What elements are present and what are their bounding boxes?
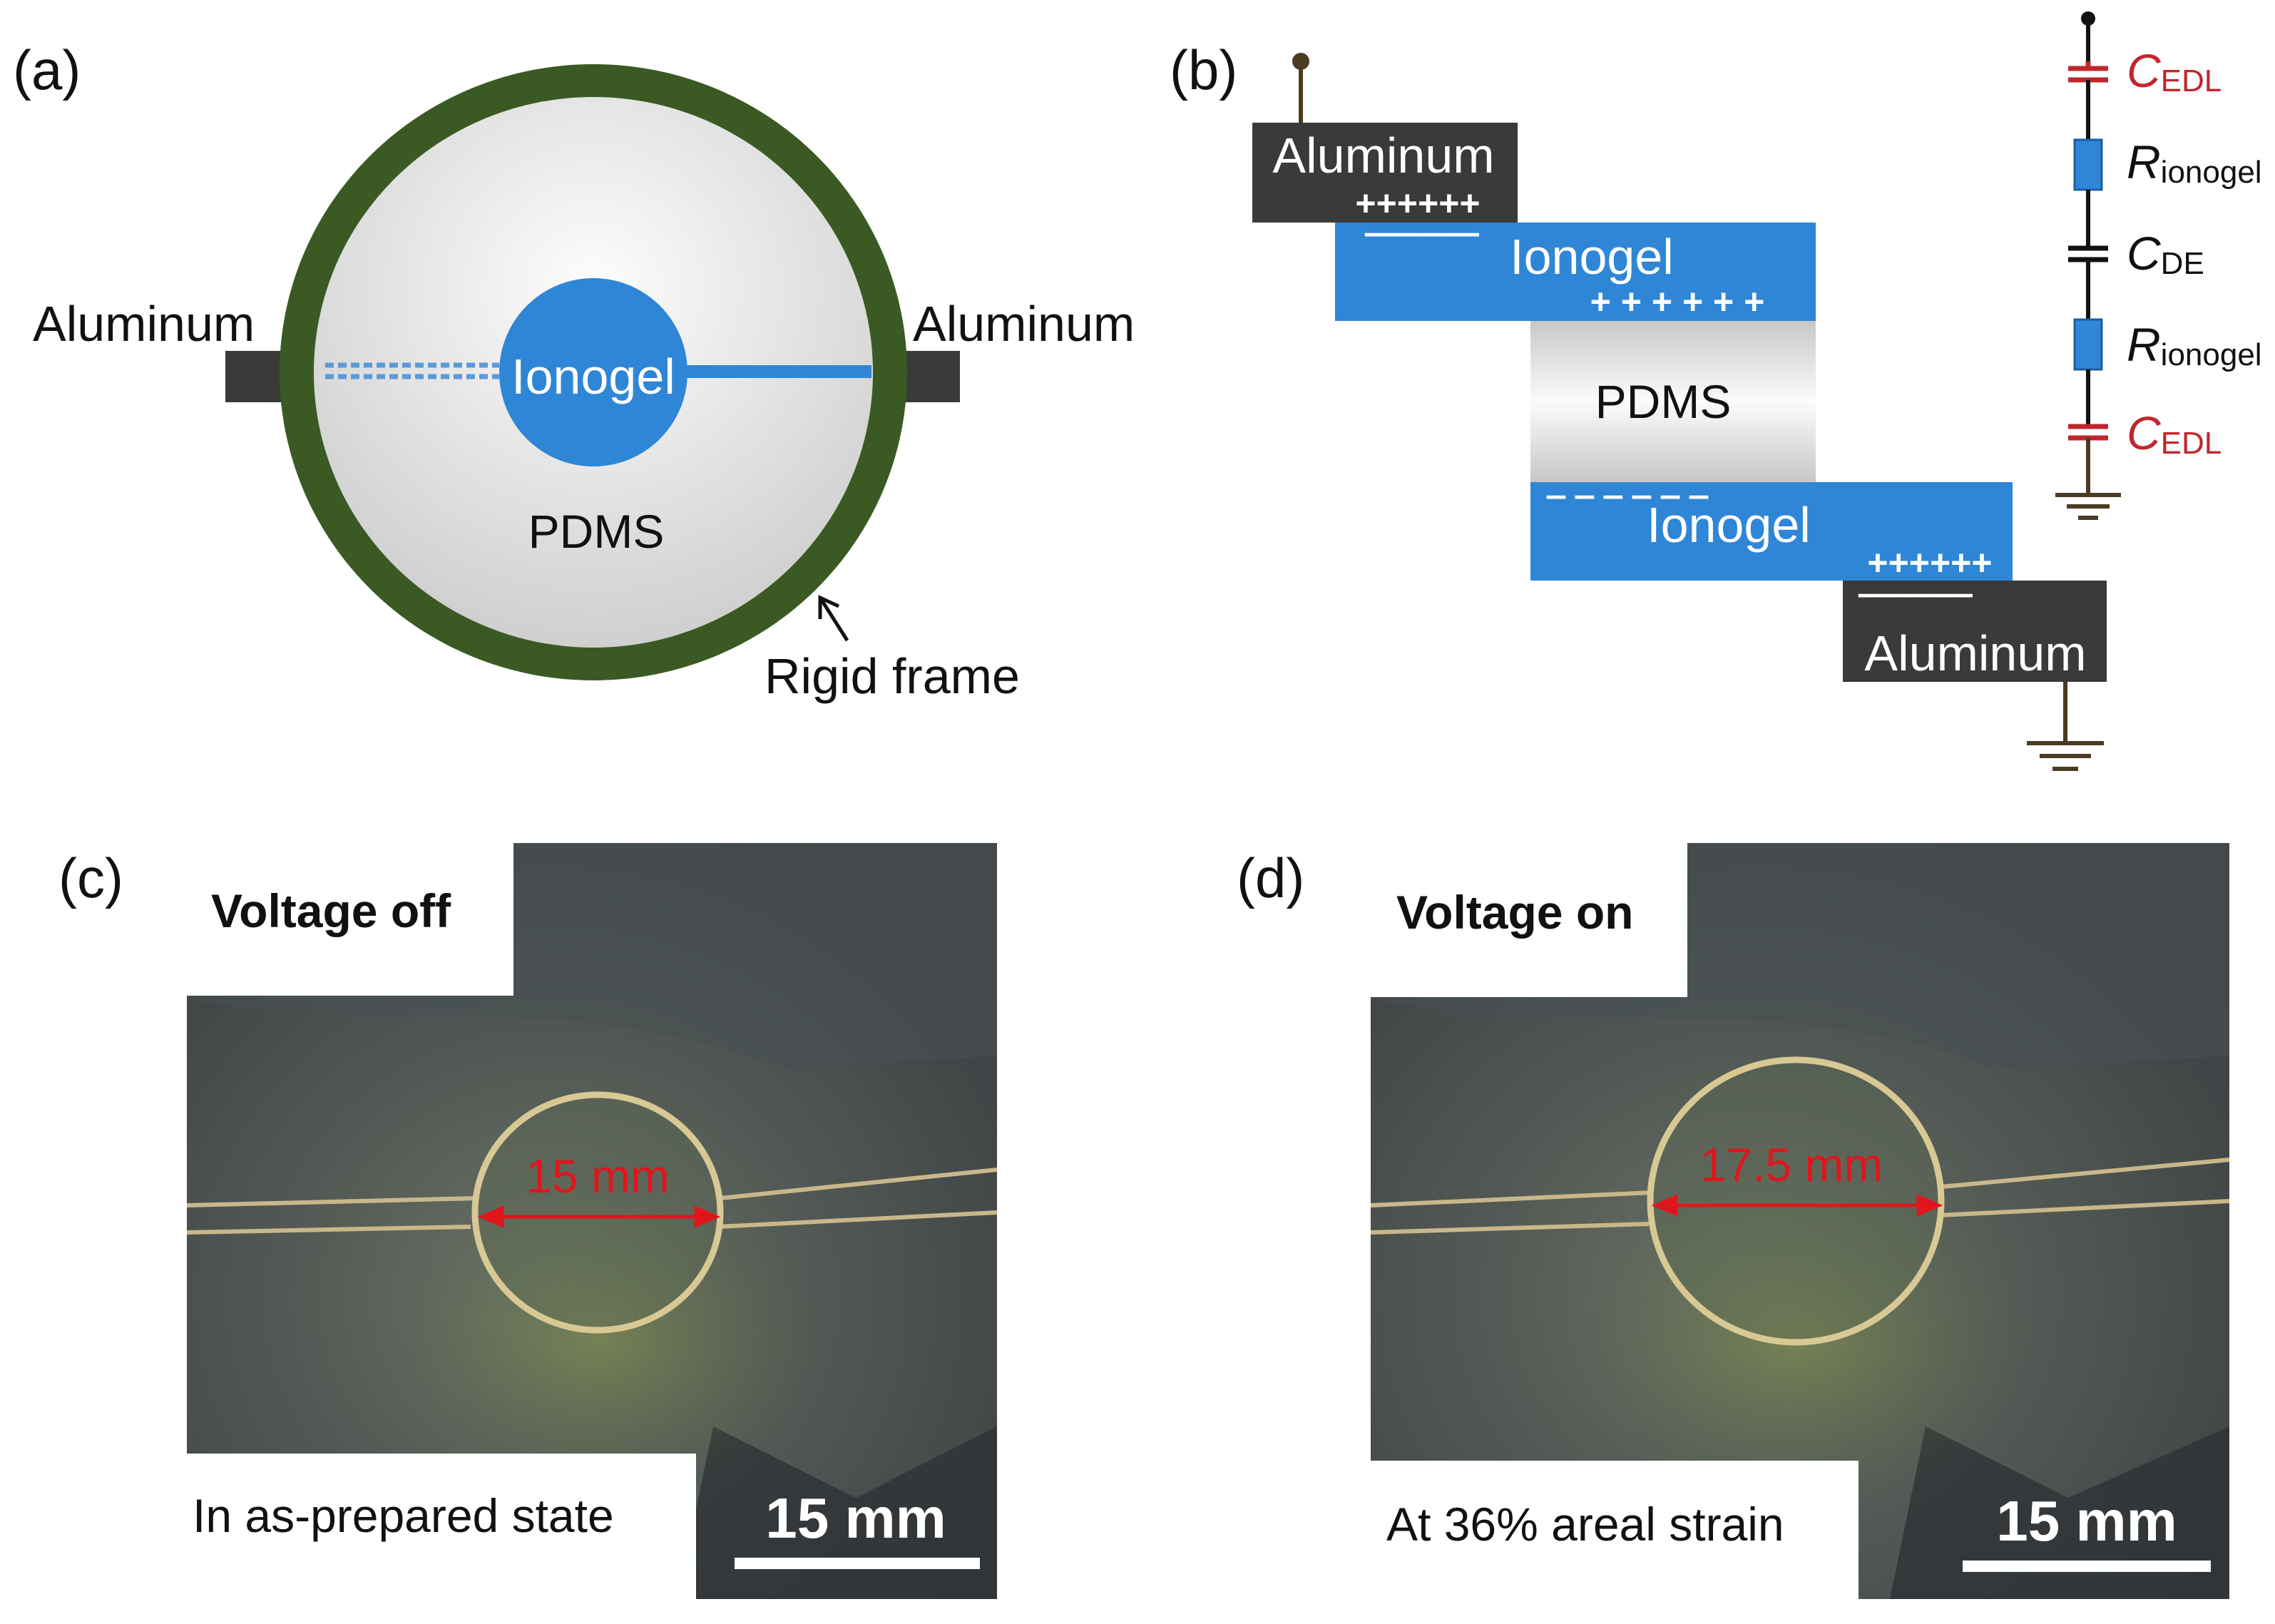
panel-d-label: (d) xyxy=(1237,847,1304,909)
rigid-frame-arrow xyxy=(818,595,849,642)
panel-c-label: (c) xyxy=(58,847,123,909)
pdms-layer xyxy=(1530,321,1816,482)
ionogel-label-a: Ionogel xyxy=(511,349,675,404)
aluminum-label-left: Aluminum xyxy=(33,296,255,352)
scale-bar-label-off: 15 mm xyxy=(765,1486,946,1550)
panel-c: (c) 15 mm Voltage off xyxy=(58,843,998,1599)
capacitor-de-icon xyxy=(2068,245,2108,262)
photo-voltage-on: 17.5 mm Voltage on At 36% areal strain 1… xyxy=(1355,843,2230,1599)
solid-lead-right xyxy=(685,365,871,378)
charge-ionogel-top-minus: ‒‒‒‒‒‒ xyxy=(1364,214,1479,252)
aluminum-label-right: Aluminum xyxy=(913,296,1135,352)
ionogel-top-label: Ionogel xyxy=(1510,229,1674,285)
charge-al-bottom-minus: ‒‒‒‒‒‒ xyxy=(1858,575,1973,613)
scale-bar-label-on: 15 mm xyxy=(1996,1489,2177,1553)
aluminum-top-layer xyxy=(1252,123,1518,223)
panel-b-label: (b) xyxy=(1170,39,1237,101)
measure-label-on: 17.5 mm xyxy=(1700,1138,1883,1191)
photo-voltage-off: 15 mm Voltage off In as-prepared state 1… xyxy=(171,843,998,1599)
capacitor-edl-bottom-icon xyxy=(2068,424,2108,441)
measure-label-off: 15 mm xyxy=(526,1150,670,1202)
panel-b: (b) Aluminum ++++++ ‒‒‒‒‒‒ Ionogel + + +… xyxy=(1170,11,2262,771)
label-r-ionogel-top: Rionogel xyxy=(2127,136,2262,190)
panel-a: (a) Ionogel PDMS Aluminum Aluminum Rigid… xyxy=(13,39,1135,704)
ionogel-ring-off xyxy=(471,1091,724,1334)
label-c-de: CDE xyxy=(2127,227,2204,281)
resistor-ionogel-bottom-icon xyxy=(2073,318,2103,371)
ionogel-bottom-layer xyxy=(1530,482,2013,581)
panel-a-label: (a) xyxy=(13,39,81,101)
label-r-ionogel-bottom: Rionogel xyxy=(2127,318,2262,372)
pdms-label-a: PDMS xyxy=(528,505,665,558)
scale-bar-on xyxy=(1963,1561,2211,1572)
aluminum-top-label: Aluminum xyxy=(1272,128,1494,183)
charge-ionogel-top-plus: + + + + + + xyxy=(1590,282,1765,322)
charge-ionogel-bottom-plus: ++++++ xyxy=(1867,543,1992,583)
caption-on: At 36% areal strain xyxy=(1386,1498,1784,1551)
measure-arrow-off xyxy=(477,1205,721,1228)
pdms-label-b: PDMS xyxy=(1595,375,1732,428)
scale-bar-off xyxy=(735,1558,980,1569)
aluminum-bottom-label: Aluminum xyxy=(1864,625,2086,681)
ionogel-bottom-label: Ionogel xyxy=(1647,497,1811,553)
state-label-on: Voltage on xyxy=(1396,886,1633,939)
measure-arrow-on xyxy=(1651,1194,1943,1217)
label-c-edl-bottom: CEDL xyxy=(2127,407,2222,461)
caption-off: In as-prepared state xyxy=(193,1489,614,1542)
aluminum-bottom-layer xyxy=(1843,581,2107,682)
label-c-edl-top: CEDL xyxy=(2127,44,2222,98)
state-label-off: Voltage off xyxy=(211,884,451,937)
stack-ground-icon xyxy=(2027,682,2104,771)
resistor-ionogel-top-icon xyxy=(2073,138,2103,191)
circuit-ground-icon xyxy=(2055,493,2121,520)
capacitor-edl-top-icon xyxy=(2068,61,2108,83)
rigid-frame-label: Rigid frame xyxy=(765,648,1020,704)
ionogel-top-layer xyxy=(1335,223,1816,321)
top-terminal xyxy=(1292,53,1309,123)
ionogel-ring-on xyxy=(1647,1056,1945,1346)
panel-d: (d) 17.5 mm Voltage on At 36% areal s xyxy=(1237,843,2230,1599)
charge-ionogel-bottom-minus: ‒ ‒ ‒ ‒ ‒ ‒ xyxy=(1546,476,1709,514)
dashed-lead-left xyxy=(325,362,499,379)
ionogel-disc xyxy=(499,278,687,466)
charge-al-top-plus: ++++++ xyxy=(1355,183,1480,223)
equivalent-circuit: CEDL Rionogel CDE Rionogel CEDL xyxy=(2055,11,2262,520)
